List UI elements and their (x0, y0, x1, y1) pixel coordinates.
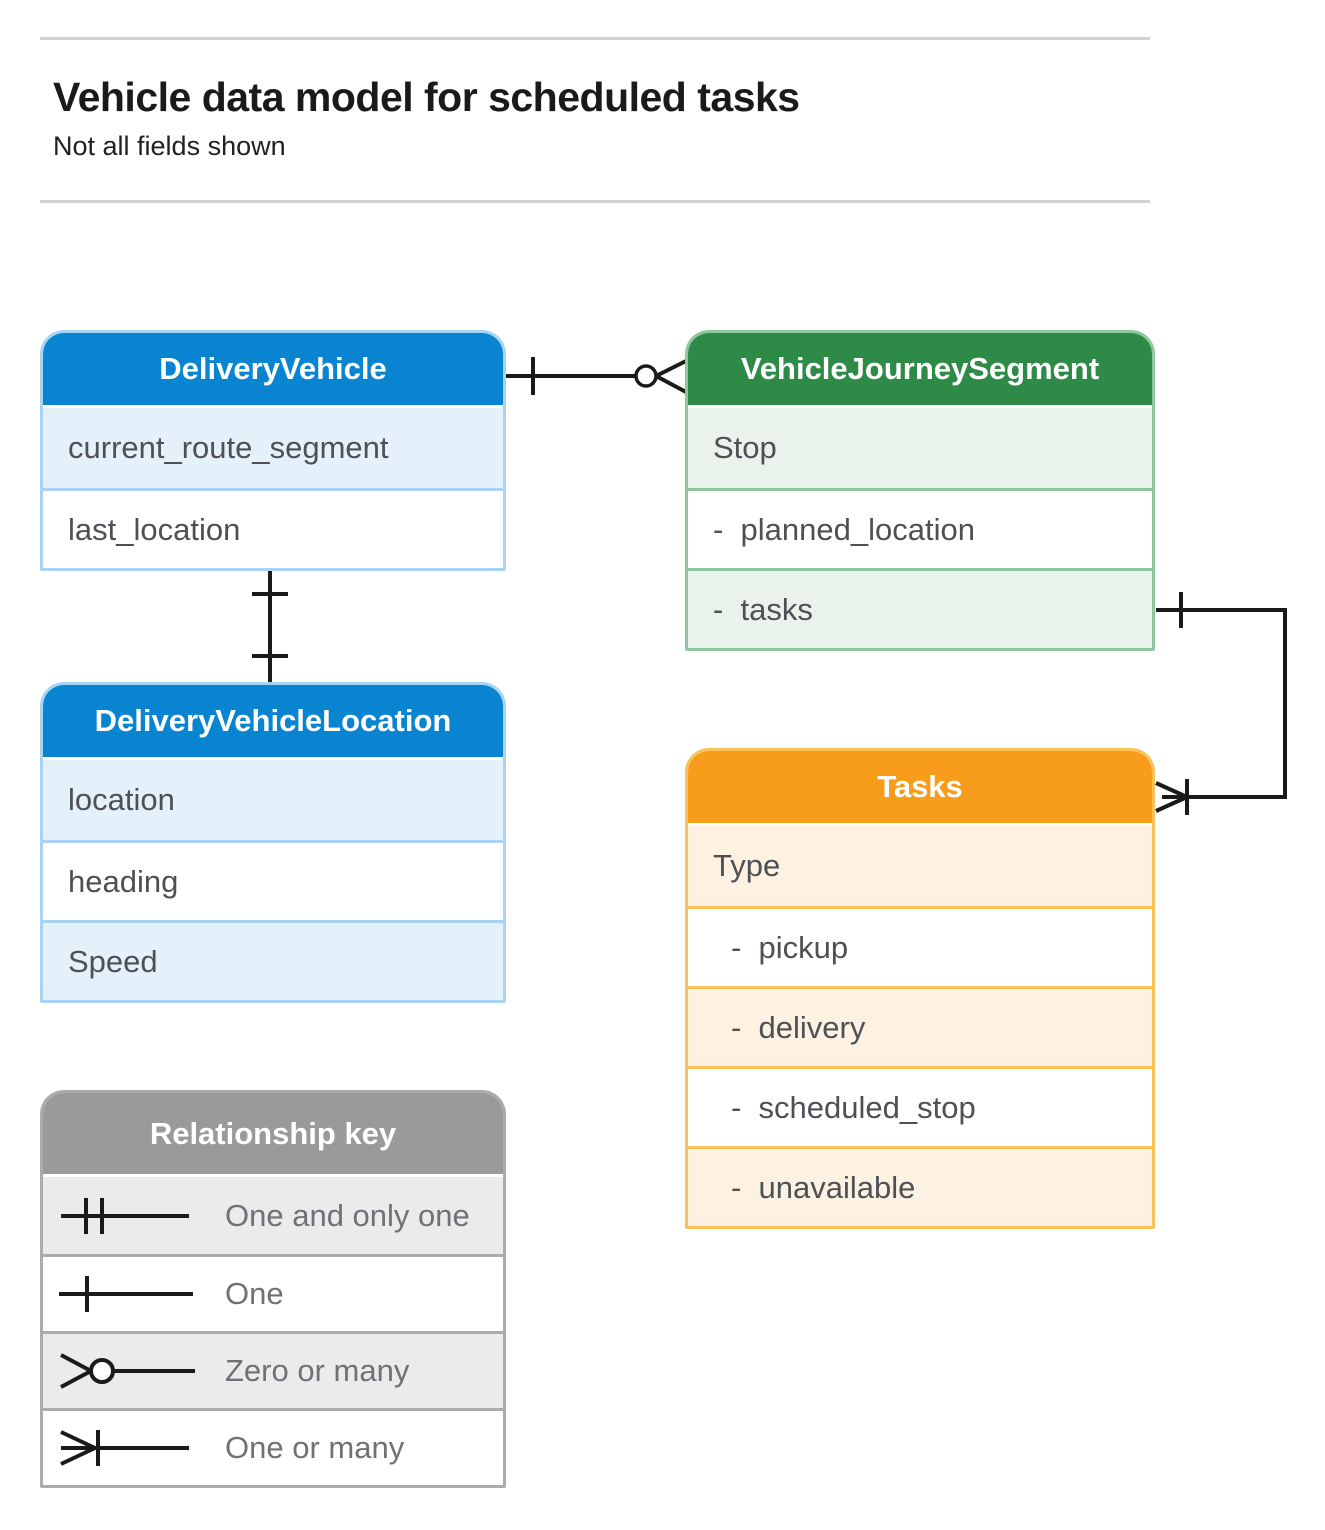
legend-item-label: Zero or many (225, 1353, 410, 1388)
zero-or-many-symbol (60, 1353, 195, 1389)
entity-title: VehicleJourneySegment (688, 333, 1152, 408)
legend-item-label: One (225, 1276, 284, 1311)
top-divider (40, 37, 1150, 40)
entity-fields: Stop - planned_location - tasks (688, 408, 1152, 648)
header-divider (40, 200, 1150, 203)
connector-deliveryvehicle-vehiclejourneysegment (504, 357, 687, 395)
field-row: - planned_location (688, 488, 1152, 568)
entity-delivery-vehicle-location: DeliveryVehicleLocation location heading… (40, 682, 506, 1003)
relationship-key-title: Relationship key (43, 1093, 503, 1177)
relationship-key-items: One and only one One Zero or many One (43, 1177, 503, 1485)
field-row: heading (43, 840, 503, 920)
field-row: - tasks (688, 568, 1152, 648)
field-row: - pickup (688, 906, 1152, 986)
field-row: current_route_segment (43, 408, 503, 488)
field-row: - delivery (688, 986, 1152, 1066)
entity-title: Tasks (688, 751, 1152, 826)
legend-item: One or many (43, 1408, 503, 1485)
entity-vehicle-journey-segment: VehicleJourneySegment Stop - planned_loc… (685, 330, 1155, 651)
entity-title: DeliveryVehicleLocation (43, 685, 503, 760)
entity-title: DeliveryVehicle (43, 333, 503, 408)
entity-fields: location heading Speed (43, 760, 503, 1000)
entity-tasks: Tasks Type - pickup - delivery - schedul… (685, 748, 1155, 1229)
legend-item: One and only one (43, 1177, 503, 1254)
relationship-key: Relationship key One and only one One Ze (40, 1090, 506, 1488)
one-or-many-symbol (60, 1430, 189, 1466)
entity-fields: current_route_segment last_location (43, 408, 503, 568)
page-title: Vehicle data model for scheduled tasks (53, 74, 800, 120)
legend-item-label: One or many (225, 1430, 405, 1465)
field-row: location (43, 760, 503, 840)
connector-deliveryvehicle-deliveryvehiclelocation (252, 568, 288, 684)
field-row: last_location (43, 488, 503, 568)
field-row: Speed (43, 920, 503, 1000)
page-subtitle: Not all fields shown (53, 131, 286, 161)
one-and-only-one-symbol (61, 1197, 189, 1234)
field-row: - unavailable (688, 1146, 1152, 1226)
one-symbol (59, 1276, 193, 1312)
legend-item-label: One and only one (225, 1197, 470, 1233)
field-row: Stop (688, 408, 1152, 488)
entity-fields: Type - pickup - delivery - scheduled_sto… (688, 826, 1152, 1226)
field-row: Type (688, 826, 1152, 906)
connector-vehiclejourneysegment-tasks (1155, 592, 1287, 815)
field-row: - scheduled_stop (688, 1066, 1152, 1146)
entity-delivery-vehicle: DeliveryVehicle current_route_segment la… (40, 330, 506, 571)
legend-item: Zero or many (43, 1331, 503, 1408)
legend-item: One (43, 1254, 503, 1331)
